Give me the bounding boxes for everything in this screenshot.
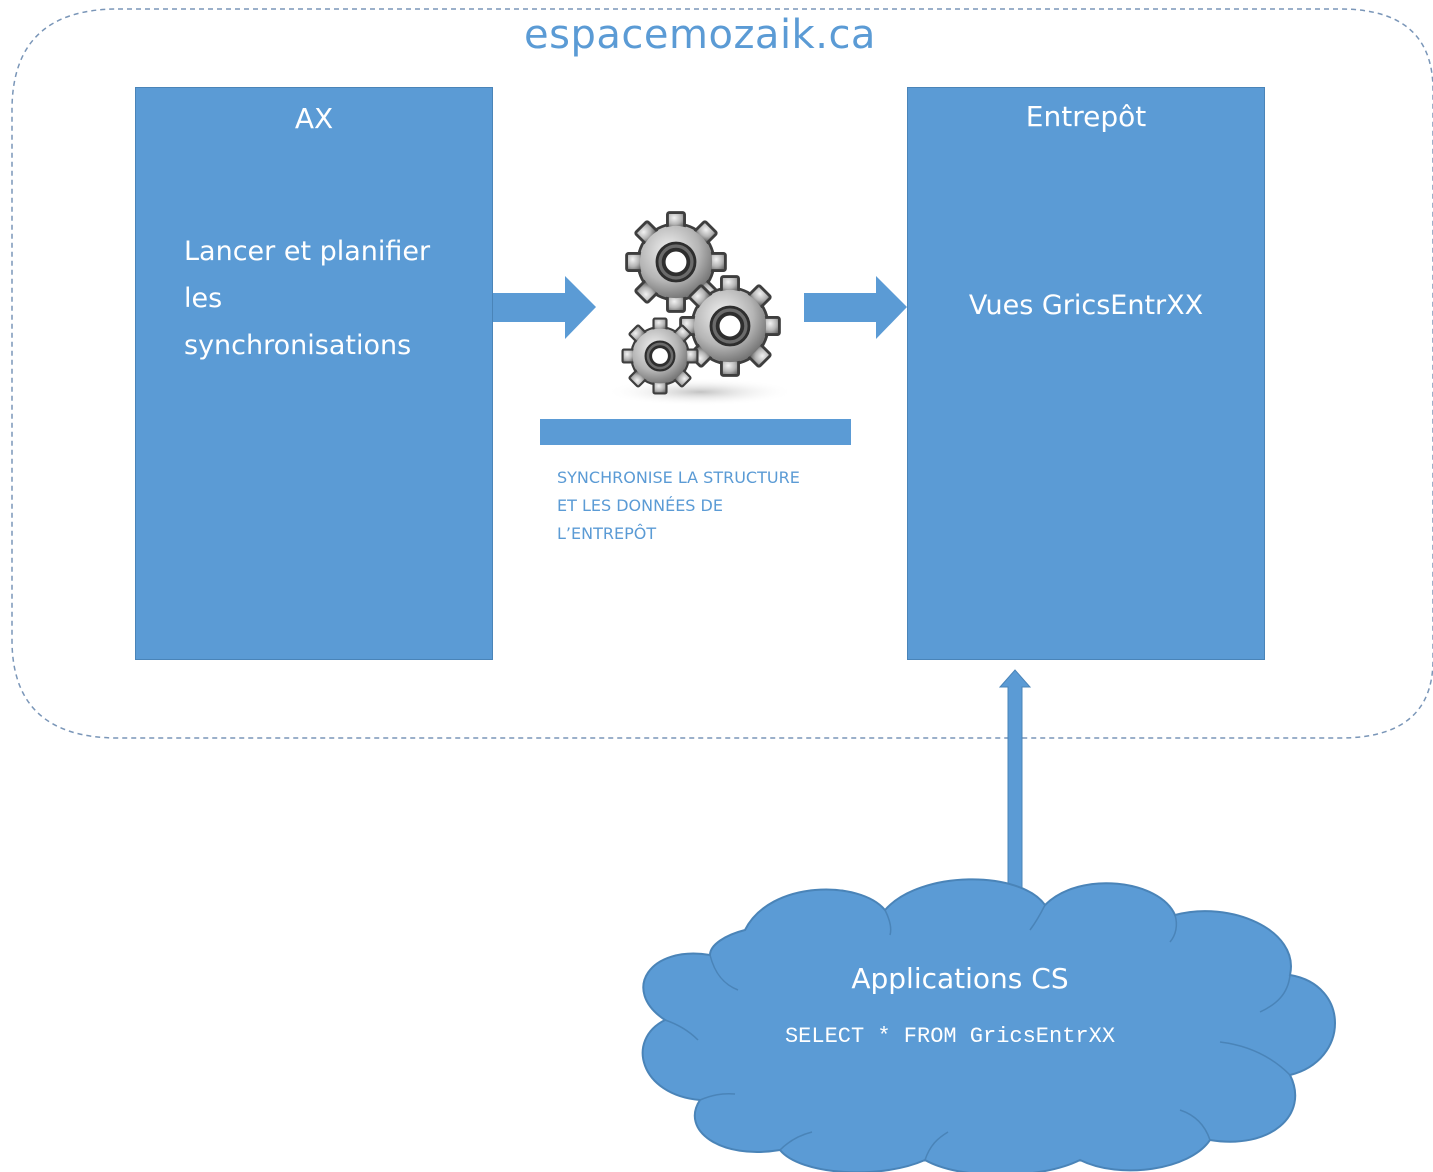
process-bar [540, 419, 851, 445]
ax-body-line: Lancer et planifier [184, 236, 431, 267]
process-caption-line: SYNCHRONISE LA STRUCTURE [557, 468, 800, 487]
site-title: espacemozaik.ca [524, 12, 876, 58]
arrow-right-right [804, 276, 907, 339]
ax-box-body: Lancer et planifier les synchronisations [184, 228, 474, 369]
entrepot-box-title: Entrepôt [1025, 100, 1147, 133]
cloud-query: SELECT * FROM GricsEntrXX [784, 1024, 1116, 1049]
process-caption-line: L’ENTREPÔT [557, 524, 657, 543]
ax-box-title: AX [294, 102, 334, 135]
process-caption: SYNCHRONISE LA STRUCTURE ET LES DONNÉES … [557, 464, 847, 548]
entrepot-box-body: Vues GricsEntrXX [968, 290, 1204, 321]
ax-body-line: les [184, 283, 223, 314]
entrepot-box: Entrepôt Vues GricsEntrXX [907, 87, 1265, 660]
gears-icon [605, 210, 795, 406]
cloud-title: Applications CS [851, 962, 1069, 995]
cloud-shape [641, 878, 1336, 1172]
ax-body-line: synchronisations [184, 330, 412, 361]
process-caption-line: ET LES DONNÉES DE [557, 496, 723, 515]
arrow-right-left [493, 276, 596, 339]
arrow-up [998, 669, 1032, 919]
cloud-inner-curves [664, 904, 1291, 1161]
ax-box: AX Lancer et planifier les synchronisati… [135, 87, 493, 660]
